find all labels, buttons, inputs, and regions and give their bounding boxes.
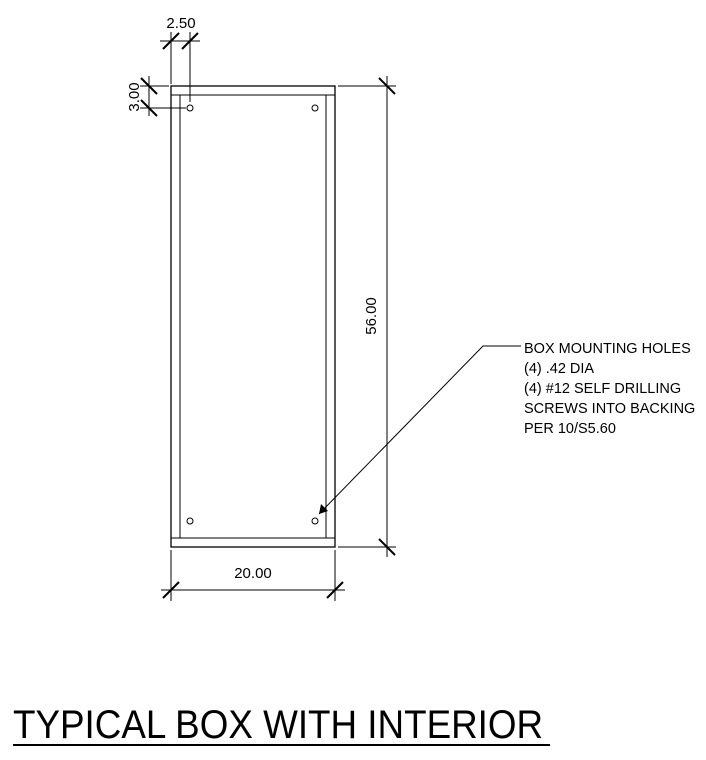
mounting-hole-bottom-left	[186, 517, 194, 525]
dimension-hole-offset-y: 3.00	[126, 76, 186, 117]
callout-line-1: BOX MOUNTING HOLES	[524, 341, 691, 357]
callout-leader	[318, 345, 521, 515]
dimension-label-20-00: 20.00	[234, 565, 272, 582]
callout-line-5: PER 10/S5.60	[524, 421, 616, 437]
dimension-height: 56.00	[338, 76, 396, 557]
dimension-label-56-00: 56.00	[363, 297, 380, 335]
box-outline	[170, 85, 336, 548]
callout-line-3: (4) #12 SELF DRILLING	[524, 381, 681, 397]
dimension-label-2-50: 2.50	[166, 15, 195, 32]
mounting-hole-top-right	[311, 104, 319, 112]
dimension-label-3-00: 3.00	[126, 82, 143, 111]
mounting-hole-bottom-right	[311, 517, 319, 525]
mounting-holes	[186, 104, 319, 525]
callout-line-2: (4) .42 DIA	[524, 361, 594, 377]
drawing-title: TYPICAL BOX WITH INTERIOR	[13, 703, 550, 748]
callout-note: BOX MOUNTING HOLES (4) .42 DIA (4) #12 S…	[524, 341, 695, 437]
mounting-hole-top-left	[186, 104, 194, 112]
dimension-hole-offset-x: 2.50	[160, 15, 200, 102]
dimension-width: 20.00	[161, 550, 345, 601]
callout-line-4: SCREWS INTO BACKING	[524, 401, 695, 417]
drawing-title-text: TYPICAL BOX WITH INTERIOR	[13, 703, 543, 748]
